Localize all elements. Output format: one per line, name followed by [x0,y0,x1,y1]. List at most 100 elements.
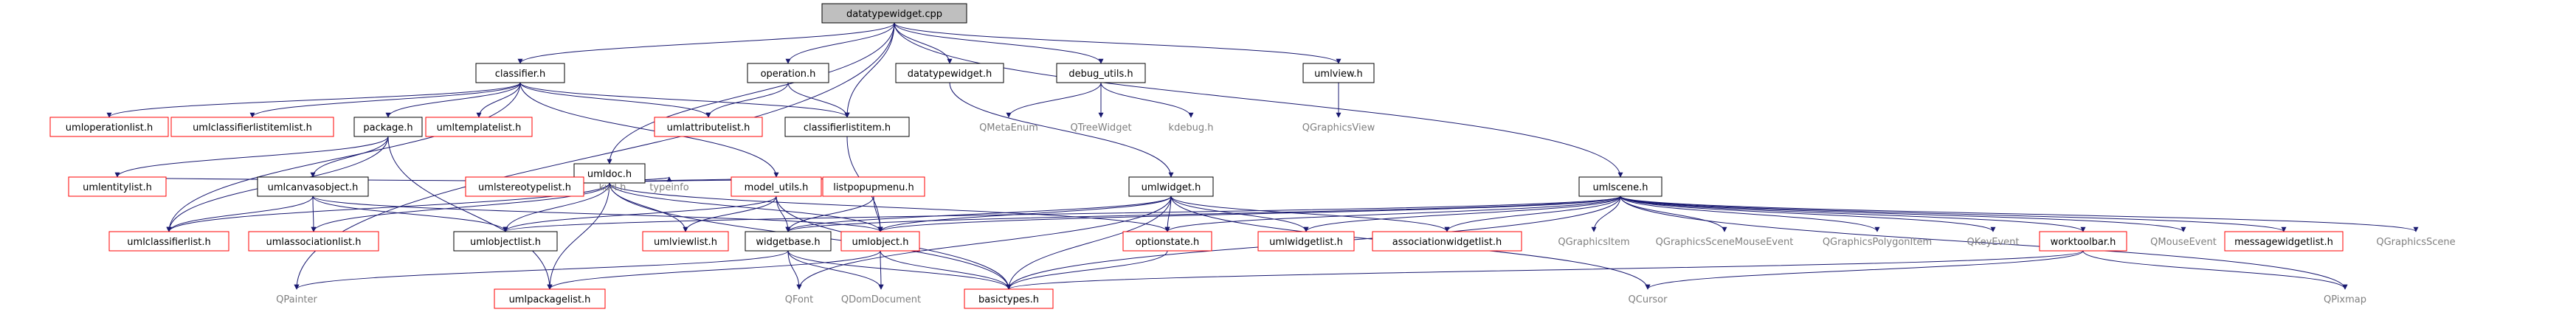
node-umlclassifierlistitemlist-h[interactable]: umlclassifierlistitemlist.h [170,117,334,137]
node-optionstate-h[interactable]: optionstate.h [1122,231,1212,252]
node-box [453,231,558,252]
node-box [465,176,584,197]
node-umloperationlist-h[interactable]: umloperationlist.h [49,117,169,137]
node-umlwidgetlist-h[interactable]: umlwidgetlist.h [1257,231,1355,252]
node-label: optionstate.h [1136,237,1199,248]
node-worktoolbar-h[interactable]: worktoolbar.h [2039,231,2127,252]
node-qmetaenum: QMetaEnum [979,122,1038,134]
node-umlpackagelist-h[interactable]: umlpackagelist.h [494,288,606,309]
edge-umldoc-h-to-umlassociationlist-h [311,182,610,232]
node-umlattributelist-h[interactable]: umlattributelist.h [654,117,763,137]
node-box [822,176,925,197]
node-label: QCursor [1629,294,1668,305]
node-label: package.h [363,122,412,134]
node-label: operation.h [761,69,816,80]
node-umlwidget-h[interactable]: umlwidget.h [1128,176,1214,197]
node-basictypes-h[interactable]: basictypes.h [964,288,1054,309]
node-label: umlentitylist.h [83,182,152,193]
node-umlscene-h[interactable]: umlscene.h [1578,176,1662,197]
node-box [821,3,967,24]
node-label: umlattributelist.h [667,122,750,134]
edge-root-to-classifierlistitem-h [844,22,895,118]
node-operation-h[interactable]: operation.h [747,63,829,83]
node-label: QGraphicsView [1302,122,1375,134]
node-umltemplatelist-h[interactable]: umltemplatelist.h [425,117,533,137]
edge-package-h-to-umlpackagelist-h [387,136,553,290]
node-label: QPixmap [2324,294,2366,305]
node-label: listpopupmenu.h [833,182,914,193]
node-messagewidgetlist-h[interactable]: messagewidgetlist.h [2224,231,2344,252]
node-label: QMetaEnum [979,122,1038,134]
node-label: messagewidgetlist.h [2234,237,2333,248]
node-label: umlwidget.h [1142,182,1201,193]
edge-root-to-umlview-h [894,22,1341,64]
node-label: QPainter [276,294,317,305]
edge-umlscene-h-to-qgraphicsitem [1591,195,1621,232]
node-box [573,163,646,184]
node-root: datatypewidget.cpp [821,3,967,24]
edge-model-utils-h-to-umlobjectlist-h [503,195,777,232]
node-datatypewidget-h[interactable]: datatypewidget.h [895,63,1004,83]
edge-umlcanvasobject-h-to-umlclassifierlist-h [166,195,314,232]
node-qgraphicsview: QGraphicsView [1302,122,1375,134]
node-package-h[interactable]: package.h [353,117,423,137]
node-classifier-h[interactable]: classifier.h [475,63,565,83]
edge-listpopupmenu-h-to-widgetbase-h [785,195,874,232]
edge-widgetbase-h-to-qfont [787,250,802,290]
node-label: umloperationlist.h [66,122,153,134]
node-umlobject-h[interactable]: umlobject.h [840,231,920,252]
node-umlview-h[interactable]: umlview.h [1302,63,1375,83]
node-label: QDomDocument [841,294,921,305]
node-label: umlview.h [1314,69,1363,80]
node-model-utils-h[interactable]: model_utils.h [731,176,822,197]
edge-debug-utils-h-to-kdebug-h [1100,82,1194,118]
edge-widgetbase-h-to-qdomdocument [787,250,884,290]
node-label: associationwidgetlist.h [1392,237,1502,248]
node-qpixmap: QPixmap [2324,294,2366,305]
edge-umldoc-h-to-umlclassifierlist-h [166,182,610,232]
node-label: QTreeWidget [1070,122,1131,134]
node-box [747,63,829,83]
node-debug-utils-h[interactable]: debug_utils.h [1056,63,1146,83]
edge-umldoc-h-to-umlpackagelist-h [547,182,610,290]
node-umlviewlist-h[interactable]: umlviewlist.h [642,231,729,252]
node-box [745,231,832,252]
node-box [1578,176,1662,197]
node-kurl-h: kurl.h [599,182,626,193]
node-box [248,231,379,252]
node-box [1056,63,1146,83]
node-listpopupmenu-h[interactable]: listpopupmenu.h [822,176,925,197]
edge-umlcanvasobject-h-to-umlassociationlist-h [311,195,317,232]
node-umlassociationlist-h[interactable]: umlassociationlist.h [248,231,379,252]
edge-package-h-to-umlentitylist-h [114,136,389,178]
node-umlclassifierlist-h[interactable]: umlclassifierlist.h [108,231,229,252]
node-qpainter: QPainter [276,294,317,305]
node-qgraphicspolygonitem: QGraphicsPolygonItem [1823,237,1932,248]
edge-root-to-operation-h [785,22,895,64]
node-umlentitylist-h[interactable]: umlentitylist.h [68,176,167,197]
edge-operation-h-to-classifierlistitem-h [787,82,850,118]
node-label: umlscene.h [1592,182,1648,193]
node-umlobjectlist-h[interactable]: umlobjectlist.h [453,231,558,252]
node-qgraphicsitem: QGraphicsItem [1558,237,1629,248]
edge-umlwidget-h-to-widgetbase-h [785,195,1172,232]
node-umldoc-h[interactable]: umldoc.h [573,163,646,184]
node-qkeyevent: QKeyEvent [1966,237,2019,248]
node-box [49,117,169,137]
node-label: widgetbase.h [756,237,820,248]
edge-debug-utils-h-to-qmetaenum [1006,82,1102,118]
node-box [257,176,369,197]
edge-root-to-umlscene-h [894,22,1623,178]
node-associationwidgetlist-h[interactable]: associationwidgetlist.h [1372,231,1522,252]
edge-model-utils-h-to-umlviewlist-h [683,195,777,232]
edge-umlobject-h-to-umlpackagelist-h [547,250,881,290]
edge-umlscene-h-to-associationwidgetlist-h [1444,195,1621,232]
edge-root-to-umldoc-h [607,22,895,165]
node-umlstereotypelist-h[interactable]: umlstereotypelist.h [465,176,584,197]
node-classifierlistitem-h[interactable]: classifierlistitem.h [784,117,910,137]
node-umlcanvasobject-h[interactable]: umlcanvasobject.h [257,176,369,197]
node-label: debug_utils.h [1068,69,1133,80]
node-widgetbase-h[interactable]: widgetbase.h [745,231,832,252]
node-qtreewidget: QTreeWidget [1070,122,1131,134]
edge-root-to-classifier-h [517,22,895,64]
